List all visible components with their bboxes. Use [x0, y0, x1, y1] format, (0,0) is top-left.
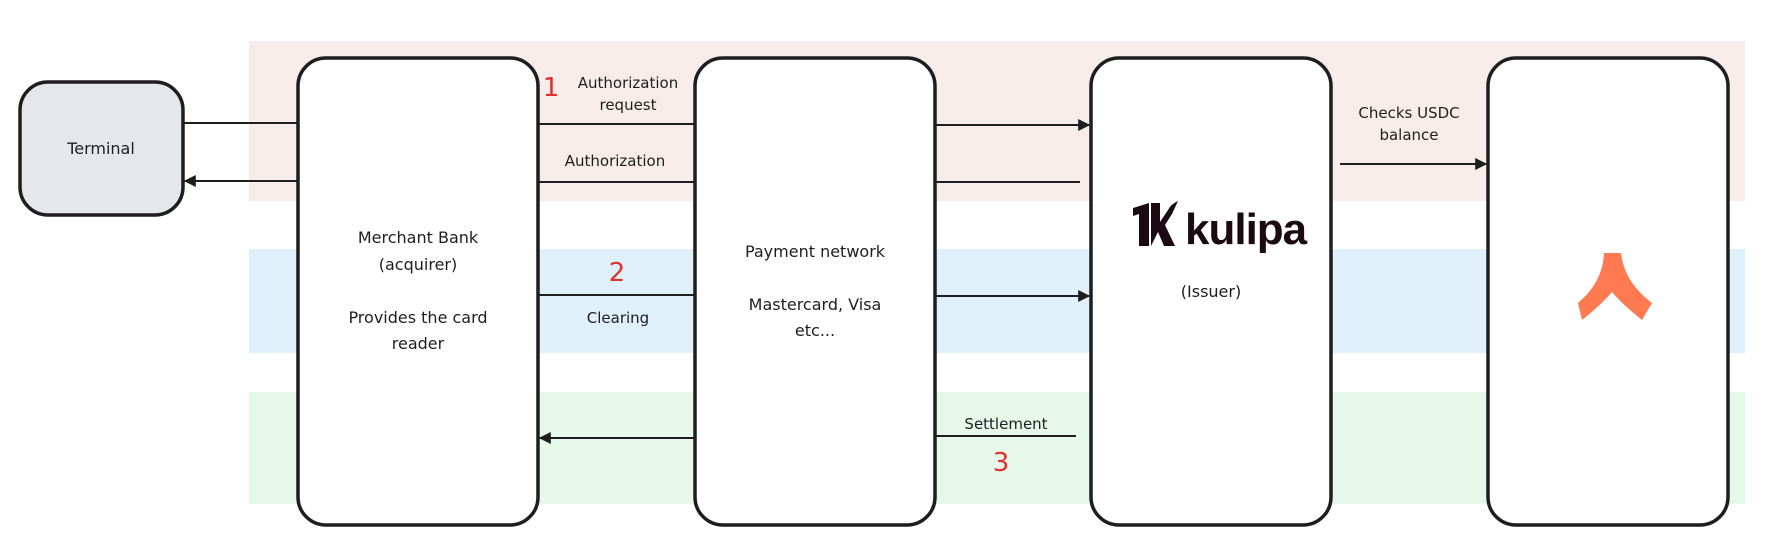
- orange-chevron-logo-icon: [1578, 253, 1652, 320]
- terminal-label: Terminal: [66, 139, 135, 158]
- merchant-bank-node[interactable]: Merchant Bank (acquirer) Provides the ca…: [296, 56, 540, 527]
- wallet-node[interactable]: [1486, 56, 1730, 527]
- payment-network-desc-2: etc...: [795, 321, 835, 340]
- step-2-badge: 2: [609, 258, 626, 288]
- kulipa-logo-text: kulipa: [1185, 205, 1308, 254]
- payment-network-title: Payment network: [745, 242, 886, 261]
- check-balance-label-2: balance: [1379, 126, 1438, 144]
- clearing-label: Clearing: [587, 309, 649, 327]
- step-3-badge: 3: [993, 448, 1010, 478]
- authorization-label: Authorization: [565, 152, 665, 170]
- settlement-label: Settlement: [964, 415, 1047, 433]
- step-1-badge: 1: [543, 73, 560, 103]
- merchant-bank-desc-1: Provides the card: [348, 308, 487, 327]
- payment-network-node[interactable]: Payment network Mastercard, Visa etc...: [693, 56, 937, 527]
- payment-network-desc-1: Mastercard, Visa: [749, 295, 882, 314]
- issuer-node[interactable]: kulipa (Issuer): [1089, 56, 1333, 527]
- issuer-label: (Issuer): [1181, 282, 1241, 301]
- auth-request-label-2: request: [599, 96, 656, 114]
- merchant-bank-subtitle: (acquirer): [379, 255, 457, 274]
- auth-request-label-1: Authorization: [578, 74, 678, 92]
- check-balance-label-1: Checks USDC: [1358, 104, 1459, 122]
- terminal-node[interactable]: Terminal: [18, 80, 185, 217]
- merchant-bank-desc-2: reader: [392, 334, 445, 353]
- merchant-bank-title: Merchant Bank: [358, 228, 479, 247]
- kulipa-k-icon: [1133, 201, 1178, 246]
